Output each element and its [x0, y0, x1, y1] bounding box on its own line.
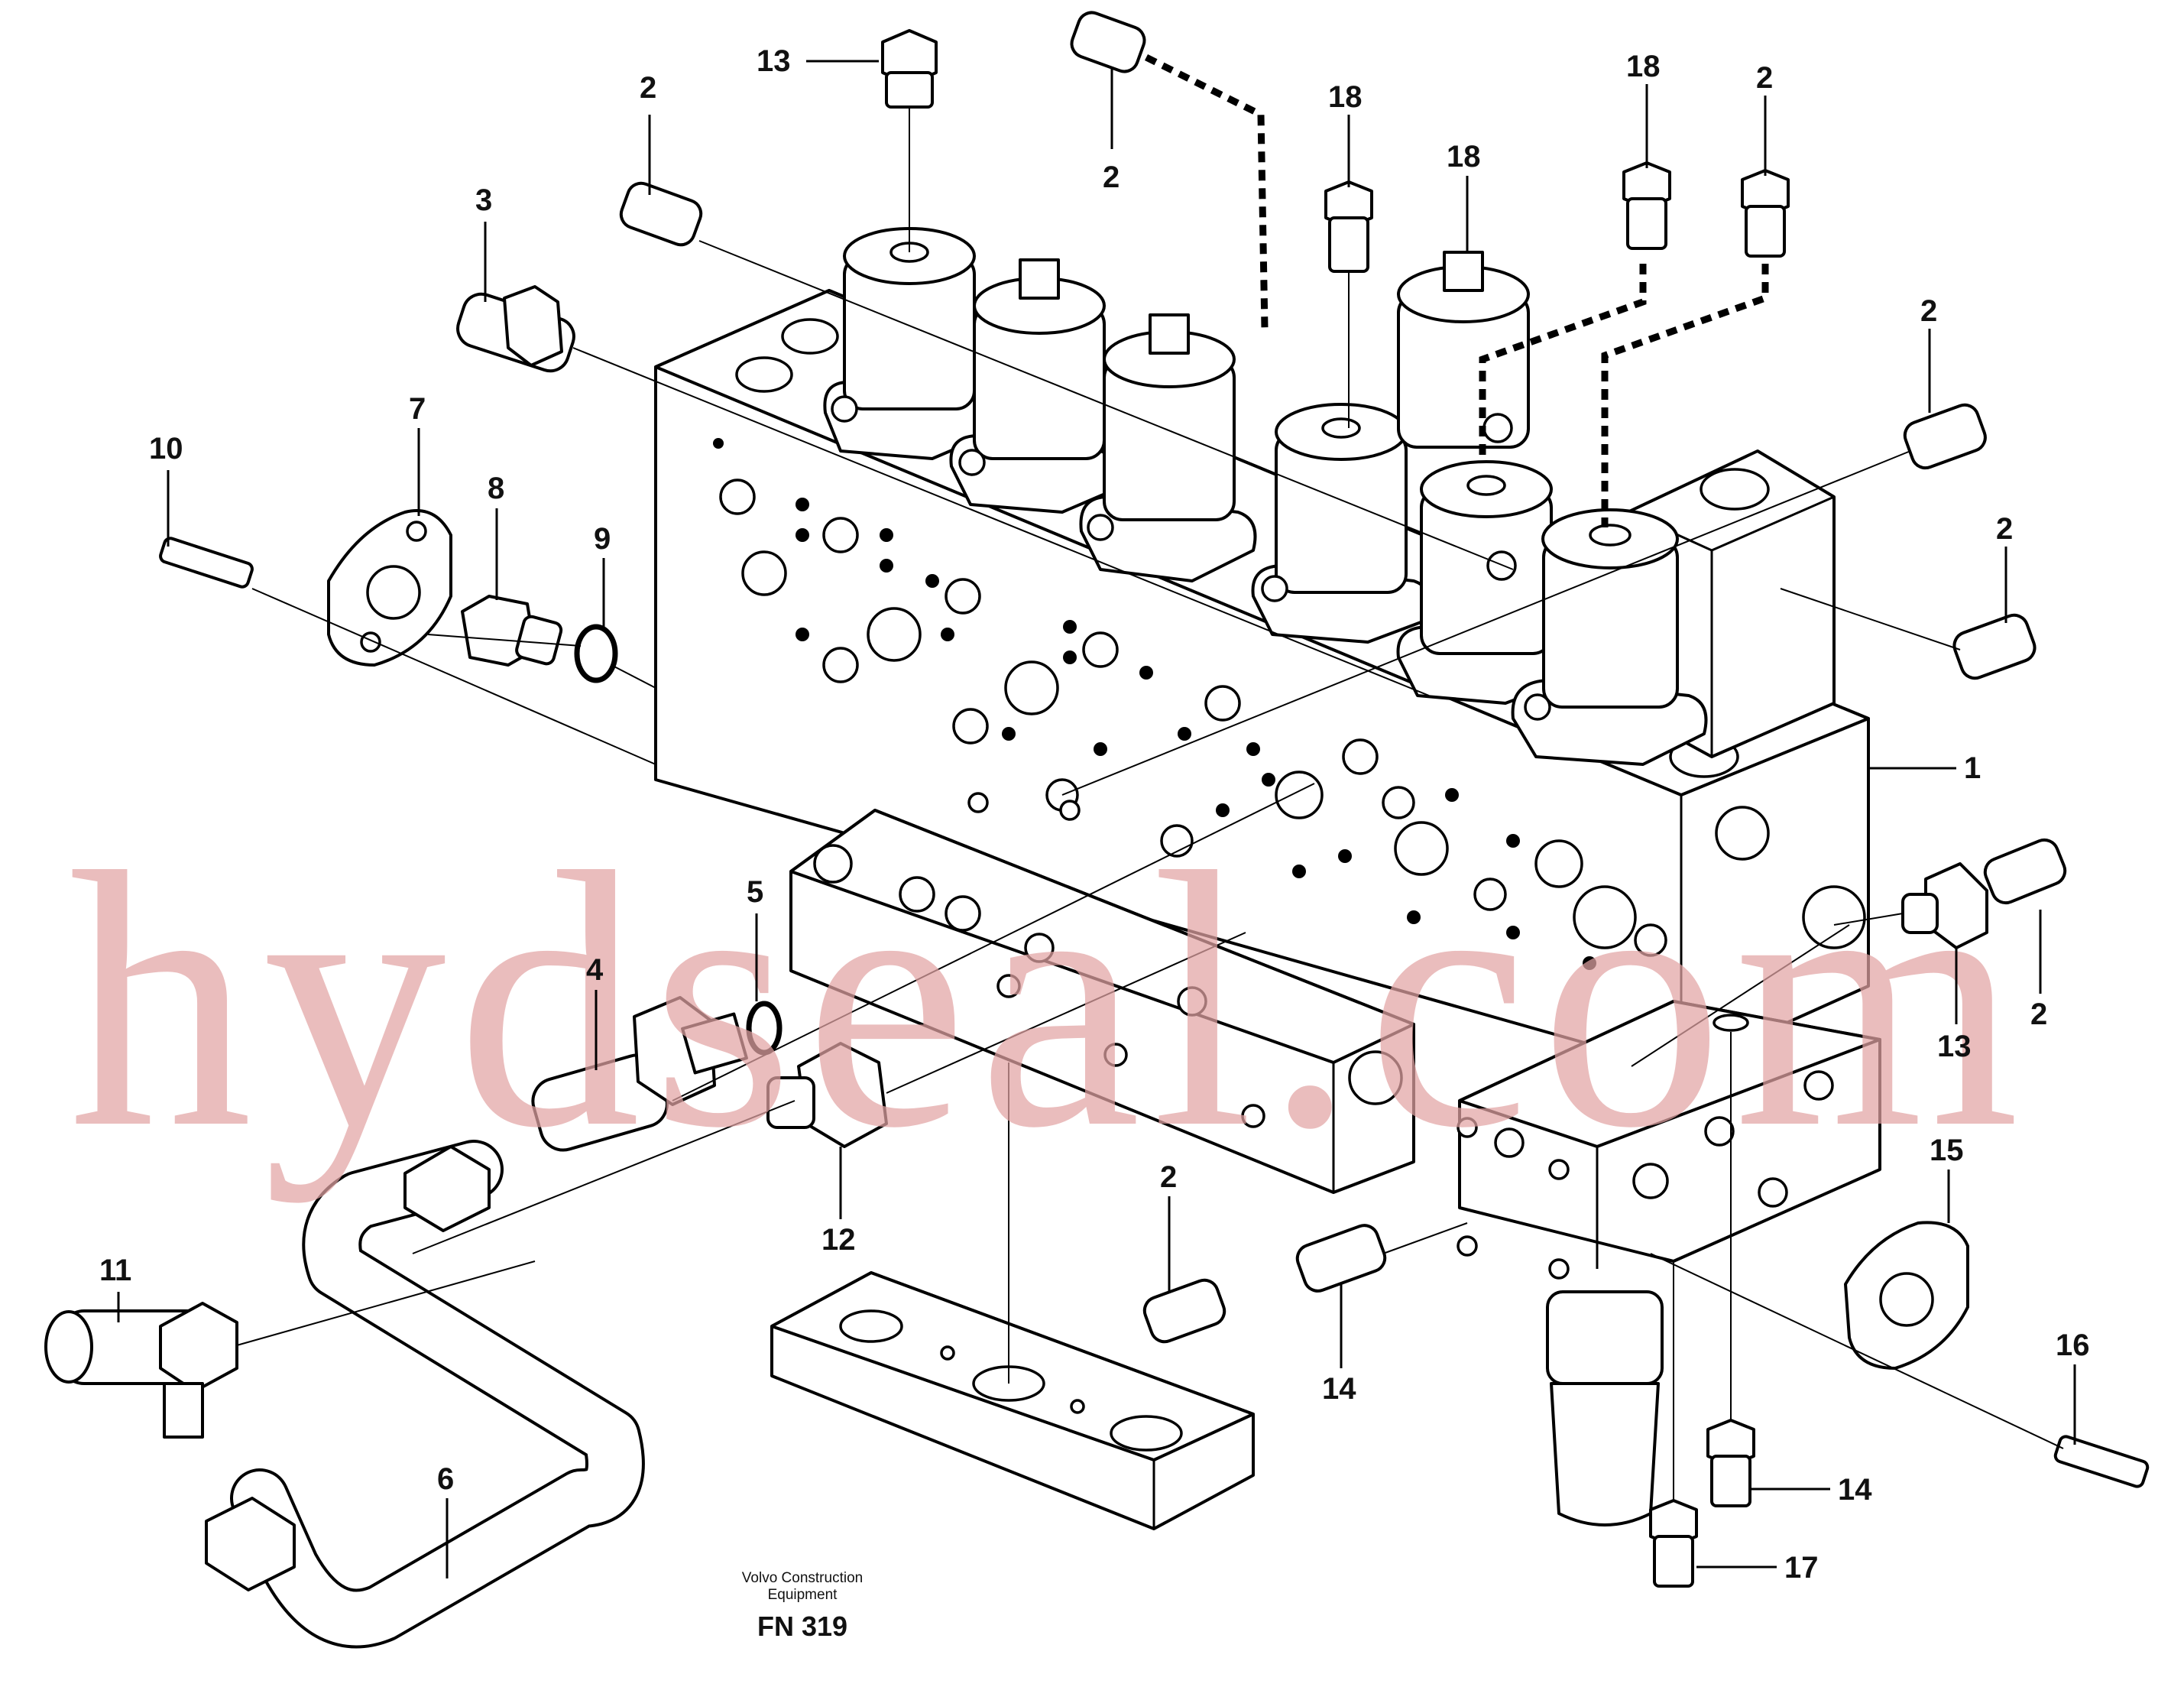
right-valve-block [1457, 1000, 1881, 1526]
callout-10: 10 [149, 432, 183, 466]
nipple-3 [456, 285, 575, 373]
flange-7 [327, 509, 452, 667]
callout-13: 13 [757, 44, 791, 78]
nipple-2-right-low [1983, 838, 2067, 905]
adapter-4 [531, 996, 748, 1152]
callout-2: 2 [1103, 161, 1120, 194]
nipple-2-top [1070, 11, 1146, 73]
o-ring-5 [746, 1001, 783, 1056]
callout-14: 14 [1322, 1372, 1356, 1406]
nipple-13-right [1901, 862, 1988, 949]
caption: Volvo Construction Equipment FN 319 [742, 1570, 863, 1642]
callout-6: 6 [437, 1462, 454, 1496]
nipple-2-right-mid [1952, 613, 2037, 680]
dashed-connections [1144, 54, 1769, 527]
callout-11: 11 [99, 1254, 131, 1287]
solenoid-7 [1511, 508, 1708, 766]
flange-15 [1844, 1221, 1969, 1370]
callout-4: 4 [586, 953, 604, 987]
block-ports [713, 438, 1866, 970]
callouts: 13 2 2 3 18 18 18 2 2 2 10 7 8 9 1 5 4 2… [99, 44, 2090, 1585]
nipple-2-left [619, 181, 703, 247]
nipple-2-bottom [1142, 1278, 1226, 1344]
callout-18: 18 [1328, 80, 1363, 114]
lower-manifold-block [789, 809, 1415, 1194]
callout-2: 2 [1996, 512, 2013, 546]
callout-7: 7 [409, 392, 426, 426]
o-ring-9 [574, 624, 618, 683]
solenoid-2 [949, 258, 1120, 514]
bolt-10 [159, 537, 254, 589]
callout-15: 15 [1930, 1134, 1964, 1167]
callout-3: 3 [475, 183, 492, 217]
callout-1: 1 [1964, 751, 1981, 785]
callout-leaders [117, 60, 2076, 1578]
callout-14: 14 [1838, 1473, 1872, 1507]
callout-2: 2 [2030, 998, 2047, 1031]
nipple-2-right-top [1903, 403, 1987, 470]
nipple-14-left [1295, 1224, 1387, 1293]
solenoid-4 [1251, 403, 1433, 644]
callout-2: 2 [640, 71, 656, 105]
callout-2: 2 [1920, 294, 1937, 328]
plug-8 [461, 595, 563, 667]
solenoid-valves [823, 227, 1708, 766]
bolt-16 [2053, 1435, 2150, 1488]
callout-5: 5 [747, 875, 763, 909]
callout-13: 13 [1937, 1030, 1972, 1063]
callout-16: 16 [2056, 1329, 2090, 1362]
callout-2: 2 [1756, 61, 1773, 95]
solenoid-1 [823, 227, 990, 460]
callout-18: 18 [1447, 140, 1481, 174]
caption-line-1: Volvo Construction [742, 1570, 863, 1586]
callout-18: 18 [1626, 50, 1661, 83]
nipple-18b [1622, 161, 1671, 250]
figure-number: FN 319 [757, 1611, 847, 1642]
solenoid-5 [1397, 251, 1530, 449]
callout-9: 9 [594, 522, 611, 556]
watermark: hydseal.com [69, 796, 2030, 1204]
assembly-lines [236, 107, 2064, 1502]
plug-13-top [881, 29, 938, 109]
callout-2: 2 [1160, 1160, 1177, 1194]
pipe-assembly [44, 1140, 645, 1649]
caption-line-2: Equipment [768, 1587, 838, 1603]
fittings [159, 11, 2150, 1588]
nipple-17 [1649, 1499, 1698, 1588]
callout-8: 8 [488, 472, 504, 505]
nipple-18a [1324, 180, 1373, 273]
callout-17: 17 [1784, 1551, 1819, 1585]
callout-12: 12 [821, 1223, 856, 1257]
solenoid-3 [1079, 313, 1257, 582]
bottom-plate [770, 1271, 1255, 1530]
nipple-2-mid [1741, 169, 1790, 258]
nipple-14-right [1706, 1419, 1755, 1507]
